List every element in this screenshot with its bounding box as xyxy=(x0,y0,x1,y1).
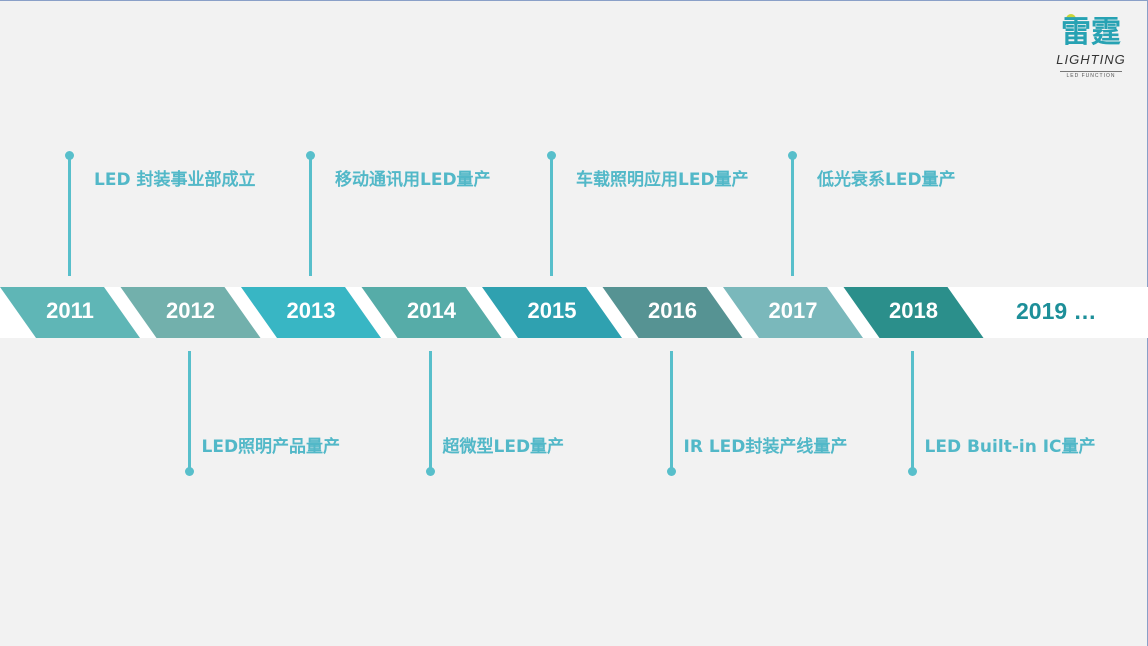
chevron-2011 xyxy=(0,287,140,338)
connector-dot-2014 xyxy=(426,467,435,476)
event-text-2013: 移动通讯用LED量产 xyxy=(335,170,491,190)
connector-line-2017 xyxy=(790,156,794,276)
logo-tagline: LED FUNCTION xyxy=(1066,73,1116,79)
chevron-2015 xyxy=(482,287,622,338)
event-text-2014: 超微型LED量产 xyxy=(442,437,565,457)
connector-dot-2012 xyxy=(185,467,194,476)
connector-line-2011 xyxy=(67,156,71,276)
connector-line-2015 xyxy=(549,156,553,276)
year-label-2015: 2015 xyxy=(527,298,577,323)
chevron-2016 xyxy=(602,287,743,338)
connector-line-2018 xyxy=(911,351,914,471)
year-label-2011: 2011 xyxy=(46,298,94,323)
logo-english-text: LIGHTING xyxy=(1056,52,1126,67)
brand-logo: 雷霆 LIGHTING LED FUNCTION xyxy=(1054,14,1128,82)
connector-dot-2017 xyxy=(787,151,797,160)
event-text-2015: 车载照明应用LED量产 xyxy=(576,170,749,190)
connector-dot-2015 xyxy=(546,151,556,160)
year-label-2014: 2014 xyxy=(407,298,456,323)
year-label-2013: 2013 xyxy=(286,298,336,323)
logo-leaf-icon xyxy=(1066,14,1076,20)
connector-line-2012 xyxy=(188,351,191,471)
timeline-chevrons xyxy=(0,287,984,338)
connector-dot-2011 xyxy=(64,151,74,160)
slide-border-top xyxy=(0,0,1148,1)
year-label-2019: 2019 … xyxy=(1016,298,1097,324)
chevron-2013 xyxy=(241,287,381,338)
year-label-2018: 2018 xyxy=(889,298,938,323)
event-text-2017: 低光衰系LED量产 xyxy=(817,170,956,190)
chevron-2018 xyxy=(843,287,984,338)
chevron-2014 xyxy=(361,287,502,338)
connector-line-2013 xyxy=(308,156,312,276)
connector-dot-2018 xyxy=(908,467,917,476)
connector-line-2016 xyxy=(670,351,673,471)
chevron-2012 xyxy=(120,287,261,338)
chevron-2017 xyxy=(723,287,863,338)
year-label-2016: 2016 xyxy=(648,298,697,323)
event-text-2016: IR LED封装产线量产 xyxy=(683,437,848,457)
logo-chinese-text: 雷霆 xyxy=(1061,15,1121,50)
event-text-2012: LED照明产品量产 xyxy=(201,437,341,457)
year-label-2017: 2017 xyxy=(768,298,818,323)
year-label-2012: 2012 xyxy=(166,298,215,323)
connector-dot-2016 xyxy=(667,467,676,476)
event-text-2018: LED Built-in IC量产 xyxy=(924,437,1096,457)
event-text-2011: LED 封装事业部成立 xyxy=(94,170,256,190)
connector-dot-2013 xyxy=(305,151,315,160)
logo-divider xyxy=(1060,71,1122,72)
connector-line-2014 xyxy=(429,351,432,471)
